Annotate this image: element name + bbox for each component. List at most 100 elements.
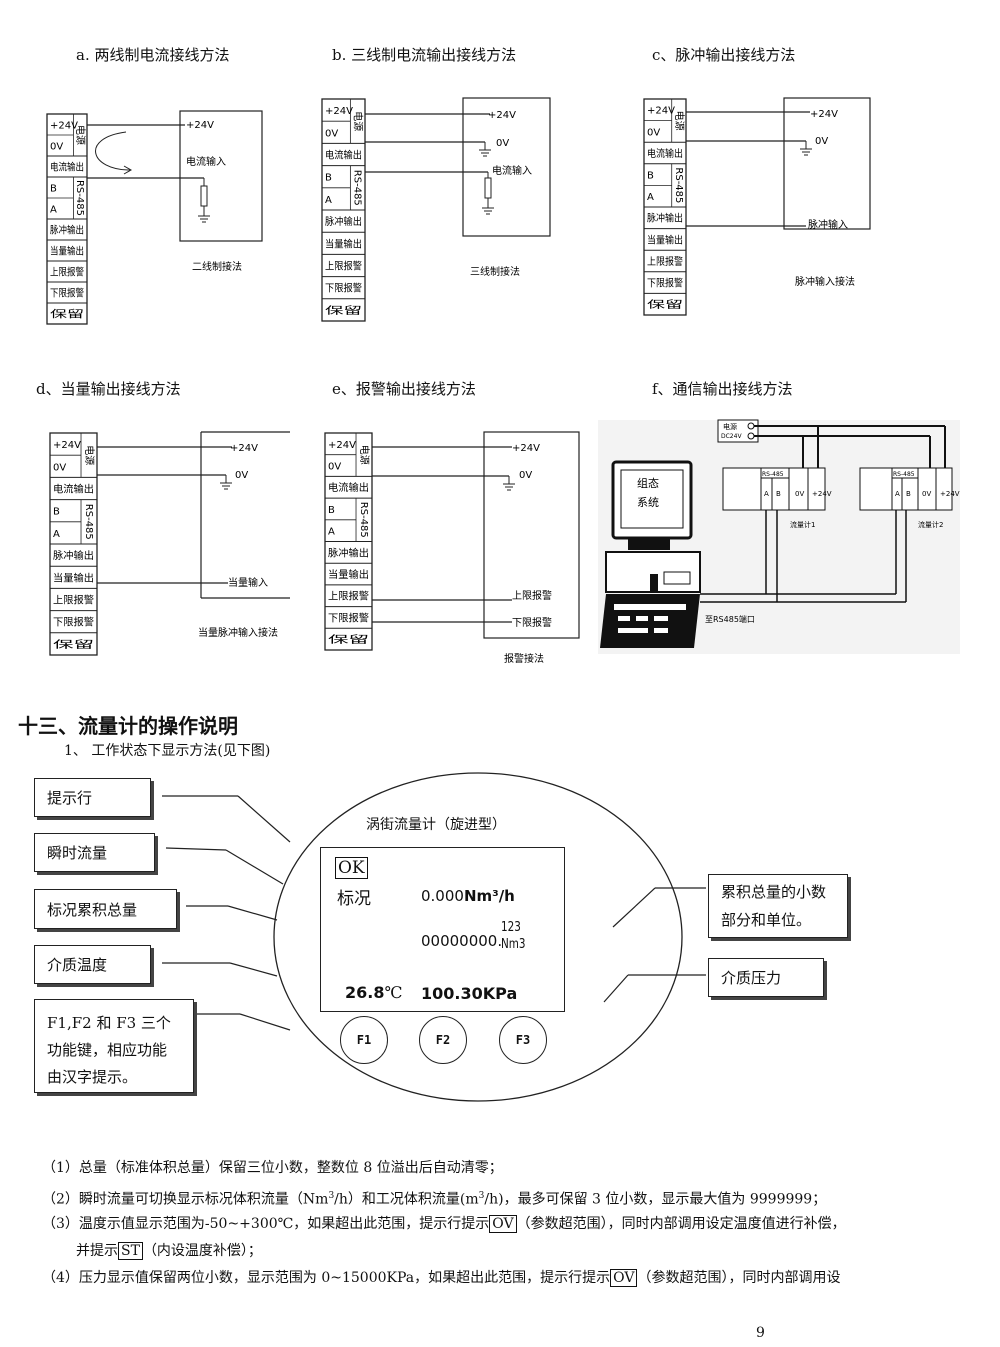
caption-b: b. 三线制电流输出接线方法: [332, 46, 517, 64]
note-3-part-c: 并提示: [76, 1243, 118, 1259]
temperature-unit: ℃: [384, 983, 403, 1002]
caption-e: e、报警输出接线方法: [332, 380, 476, 398]
terminal-label: 电源: [358, 445, 371, 465]
label-plus24-e: +24V: [512, 443, 540, 454]
temperature: 26.8℃: [345, 983, 402, 1002]
device-title: 涡街流量计（旋进型）: [366, 817, 506, 833]
label-zero-c: 0V: [815, 136, 828, 147]
terminal-label: 脉冲输出: [328, 546, 369, 559]
label-zero-b: 0V: [496, 138, 509, 149]
terminal-label: 当量输出: [328, 568, 369, 581]
terminal-label: B: [647, 170, 654, 181]
note-4: （4）压力显示值保留两位小数，显示范围为 0~15000KPa，如果超出此范围，…: [42, 1265, 840, 1291]
terminal-label: A: [647, 192, 654, 203]
page-number: 9: [756, 1325, 765, 1341]
callout-prompt-line: 提示行: [34, 778, 151, 817]
terminal-label: +24V: [647, 106, 675, 117]
terminal-label: 当量输出: [50, 244, 84, 257]
note-2-superscript-b: 3: [478, 1191, 485, 1201]
comm-rs485-2: RS-485: [893, 471, 915, 478]
comm-screen-line1: 组态: [637, 476, 659, 490]
label-plus24-d: +24V: [230, 443, 258, 454]
label-pulse-in-c: 脉冲输入: [808, 218, 848, 231]
terminal-label: +24V: [325, 106, 353, 117]
label-plus24-c: +24V: [810, 109, 838, 120]
section-subtitle: 1、 工作状态下显示方法(见下图): [64, 743, 271, 759]
terminal-label: 0V: [325, 128, 338, 139]
flow-rate-value: 0.000: [421, 887, 464, 905]
st-indicator: ST: [118, 1242, 143, 1260]
flow-rate: 0.000Nm³/h: [421, 887, 515, 905]
label-plus24-b: +24V: [488, 110, 516, 121]
diagram-pulse: +24V 0V 脉冲输入 脉冲输入接法: [686, 97, 871, 288]
temperature-value: 26.8: [345, 983, 385, 1002]
callout-std-total: 标况累积总量: [34, 889, 177, 929]
diagram-alarm: +24V 0V 上限报警 下限报警 报警接法: [372, 431, 580, 665]
terminal-label: 电流输出: [50, 160, 84, 173]
label-plus24-a: +24V: [186, 120, 214, 131]
terminal-label: 脉冲输出: [53, 549, 94, 562]
label-equiv-method: 当量脉冲输入接法: [198, 626, 278, 639]
terminal-label: 上限报警: [53, 593, 94, 606]
comm-plus24-2: +24V: [940, 490, 960, 498]
diagram-equivalent: +24V 0V 当量输入 当量脉冲输入接法: [97, 431, 290, 639]
f2-key[interactable]: F2: [419, 1016, 467, 1064]
note-2-part-b: /h）和工况体积流量(m: [334, 1191, 479, 1208]
terminal-label: +24V: [328, 440, 356, 451]
terminal-label: 电源: [352, 111, 365, 131]
terminal-label: RS-485: [83, 504, 94, 540]
label-equiv-in-d: 当量输入: [228, 576, 268, 589]
comm-meter1: 流量计1: [790, 520, 815, 529]
comm-supply: 电源: [723, 422, 737, 431]
label-current-in-b: 电流输入: [492, 164, 532, 177]
terminal-label: 电流输出: [647, 147, 683, 160]
terminal-label: 电流输出: [328, 481, 369, 494]
note-2-part-a: （2）瞬时流量可切换显示标况体积流量（Nm: [42, 1191, 329, 1208]
terminal-label: B: [328, 505, 335, 516]
terminal-label: 下限报警: [325, 282, 362, 295]
terminal-label: 脉冲输出: [325, 215, 362, 228]
terminal-label: 当量输出: [53, 571, 94, 584]
ov-indicator-2: OV: [610, 1269, 638, 1287]
terminal-label: 下限报警: [53, 616, 94, 629]
section-title: 十三、流量计的操作说明: [18, 714, 238, 738]
note-3-part-a: （3）温度示值显示范围为-50~+300℃，如果超出此范围，提示行提示: [42, 1216, 490, 1232]
terminal-label: 电源: [83, 445, 96, 465]
terminal-label: 保留: [50, 307, 84, 320]
terminal-label: 上限报警: [50, 265, 84, 278]
display-diagram-lines: [162, 772, 706, 1102]
terminal-label: 脉冲输出: [647, 212, 683, 225]
comm-screen-line2: 系统: [637, 496, 659, 509]
terminal-label: 保留: [647, 298, 683, 311]
terminal-label: 0V: [50, 141, 63, 152]
terminal-label: RS-485: [352, 170, 363, 206]
label-lower-alarm-e: 下限报警: [512, 616, 552, 629]
caption-a: a. 两线制电流接线方法: [76, 46, 230, 64]
comm-rs485-1: RS-485: [762, 471, 784, 478]
comm-zero-1: 0V: [795, 490, 804, 498]
comm-port: 至RS485端口: [705, 614, 755, 624]
note-3-part-d: （内设温度补偿）；: [142, 1243, 262, 1259]
terminal-label: +24V: [50, 120, 78, 131]
flow-rate-unit: Nm³/h: [463, 887, 515, 905]
ov-indicator: OV: [489, 1215, 517, 1233]
label-zero-d: 0V: [235, 470, 248, 481]
terminal-label: 上限报警: [325, 259, 362, 272]
terminal-label: RS-485: [358, 502, 369, 538]
terminal-label: A: [325, 195, 332, 206]
terminal-label: B: [53, 507, 60, 518]
f1-key[interactable]: F1: [340, 1016, 388, 1064]
comm-a-2: A: [895, 490, 900, 498]
label-current-in-a: 电流输入: [186, 155, 226, 168]
caption-f: f、通信输出接线方法: [652, 380, 793, 398]
callout-medium-pressure: 介质压力: [708, 958, 824, 997]
f3-key[interactable]: F3: [499, 1016, 547, 1064]
terminal-label: 保留: [328, 633, 369, 646]
terminal-label: B: [325, 173, 332, 184]
mode-label: 标况: [337, 889, 371, 909]
total-volume-frac: 123: [501, 920, 521, 935]
terminal-label: A: [328, 527, 335, 538]
label-alarm-method: 报警接法: [504, 652, 544, 665]
